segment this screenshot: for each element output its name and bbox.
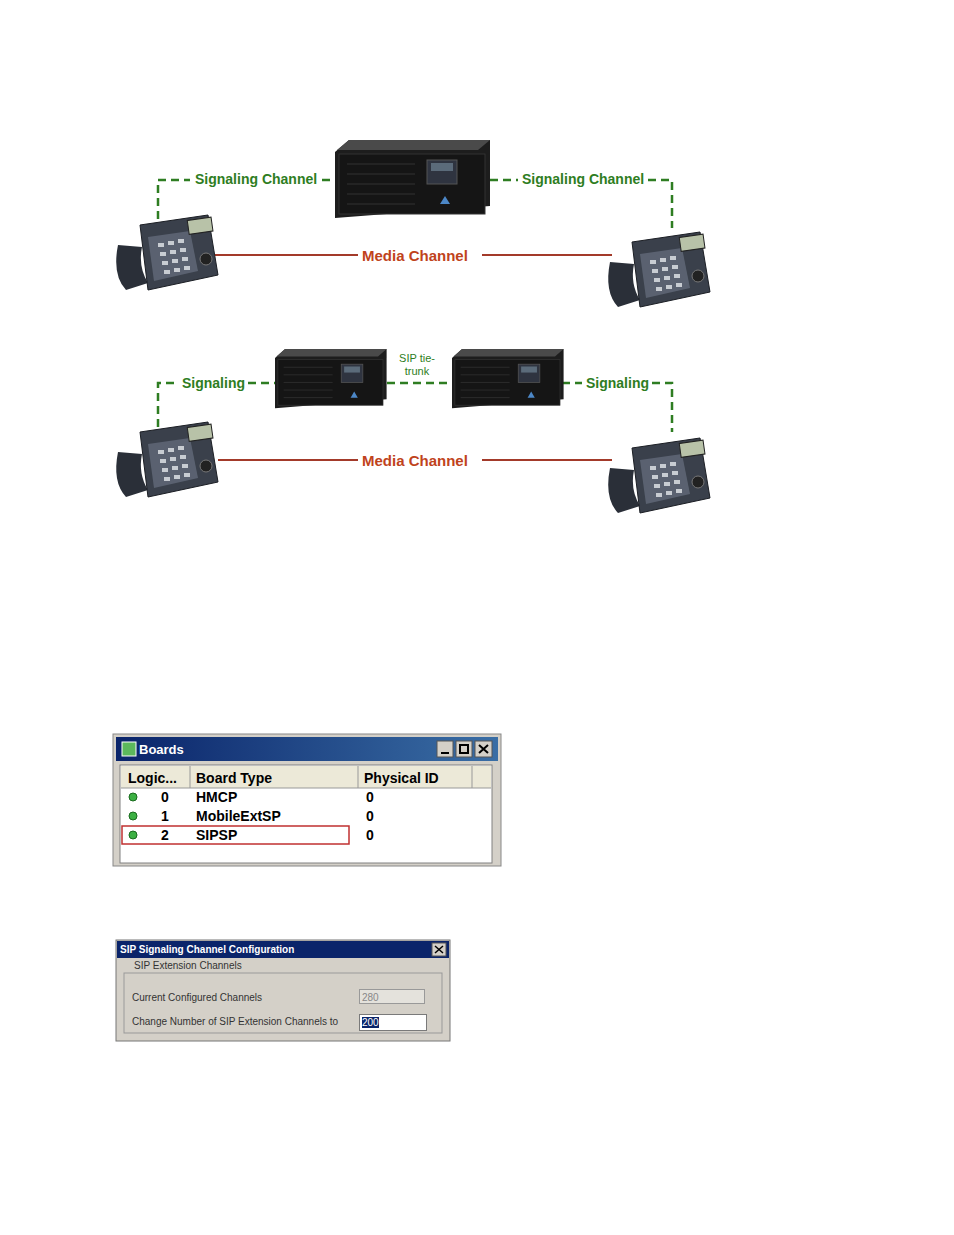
window-title: Boards bbox=[139, 742, 184, 757]
group-label: SIP Extension Channels bbox=[132, 960, 244, 971]
window-title: SIP Signaling Channel Configuration bbox=[120, 944, 294, 955]
field-value: 280 bbox=[359, 989, 425, 1004]
field-label: Current Configured Channels bbox=[132, 992, 262, 1004]
table-cell: 1 bbox=[161, 808, 169, 824]
table-cell: 0 bbox=[366, 789, 374, 805]
channel-label: Signaling Channel bbox=[520, 171, 646, 187]
field-input: 200 bbox=[359, 1014, 427, 1031]
table-cell: 0 bbox=[366, 827, 374, 843]
trunk-label: SIP tie-trunk bbox=[396, 352, 438, 377]
field-label: Change Number of SIP Extension Channels … bbox=[132, 1016, 338, 1028]
table-cell: 2 bbox=[161, 827, 169, 843]
channel-label: Signaling bbox=[180, 375, 247, 391]
table-cell: SIPSP bbox=[196, 827, 237, 843]
channel-label: Media Channel bbox=[360, 247, 470, 264]
column-header: Logic... bbox=[128, 770, 177, 786]
channel-label: Media Channel bbox=[360, 452, 470, 469]
table-cell: 0 bbox=[366, 808, 374, 824]
table-cell: 0 bbox=[161, 789, 169, 805]
channel-label: Signaling bbox=[584, 375, 651, 391]
table-cell: HMCP bbox=[196, 789, 237, 805]
window-frame: Boards bbox=[113, 734, 501, 764]
table-cell: MobileExtSP bbox=[196, 808, 281, 824]
column-header: Physical ID bbox=[364, 770, 439, 786]
column-header: Board Type bbox=[196, 770, 272, 786]
window-frame: SIP Signaling Channel ConfigurationSIP E… bbox=[116, 940, 450, 960]
channel-label: Signaling Channel bbox=[193, 171, 319, 187]
